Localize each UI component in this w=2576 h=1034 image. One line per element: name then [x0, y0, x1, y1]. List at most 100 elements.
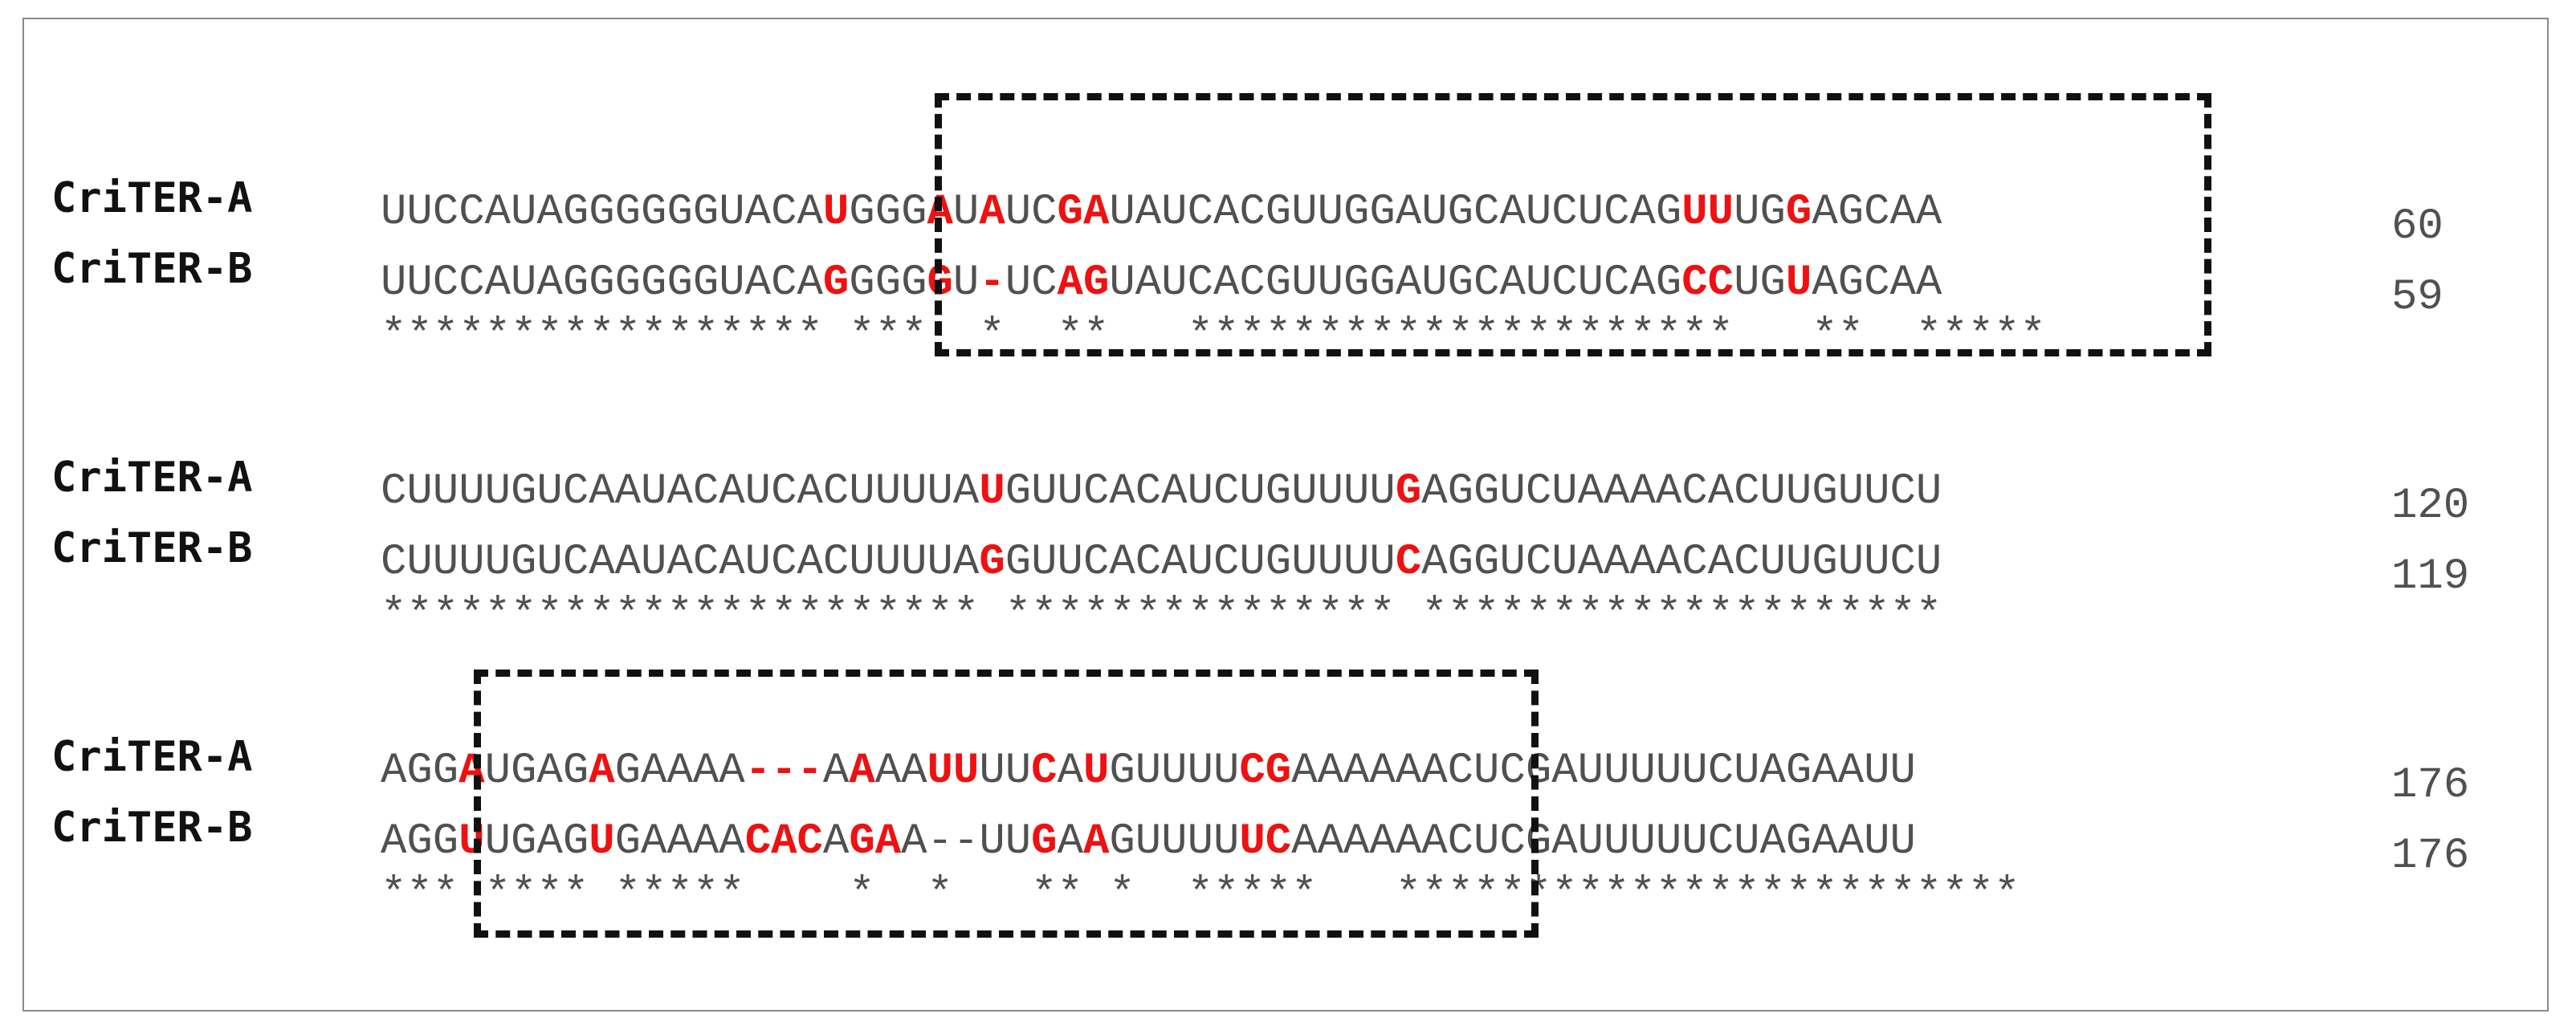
residue-run: A: [1057, 747, 1083, 796]
residue-run: UGAG: [484, 817, 589, 866]
sequence-text: AGGUUGAGUGAAAACACAGAA--UUGAAGUUUUUCAAAAA…: [381, 806, 1916, 878]
variant-residue: -: [979, 258, 1005, 307]
conservation-row: *********************** *************** …: [24, 565, 1942, 640]
variant-residue: G: [1395, 467, 1422, 516]
residue-run: AAAAAACUCGAUUUUUCUAGAAUU: [1291, 817, 1916, 866]
variant-residue: G: [1031, 817, 1058, 866]
residue-run: AGGUCUAAAACACUUGUUCU: [1421, 538, 1942, 587]
position-number: 60: [2391, 202, 2444, 251]
sequence-text: UUCCAUAGGGGGGUACAUGGGAUAUCGAUAUCACGUUGGA…: [381, 177, 1942, 249]
alignment-row: CriTER-B CUUUUGUCAAUACAUCACUUUUAGGUUCACA…: [24, 498, 2469, 601]
sequence-label: CriTER-A: [51, 733, 253, 781]
residue-run: UC: [1005, 188, 1058, 237]
alignment-row: CriTER-B AGGUUGAGUGAAAACACAGAA--UUGAAGUU…: [24, 777, 2469, 881]
residue-run: GAAAA: [614, 747, 745, 796]
residue-run: AGCAA: [1812, 188, 1942, 237]
position-number: 176: [2391, 832, 2470, 881]
residue-run: UU: [979, 747, 1032, 796]
residue-run: UUCCAUAGGGGGGUACA: [381, 188, 823, 237]
residue-run: UAUCACGUUGGAUGCAUCUCAG: [1109, 188, 1682, 237]
sequence-text: UUCCAUAGGGGGGUACAGGGGGU-UCAGUAUCACGUUGGA…: [381, 247, 1942, 320]
residue-run: *** **** ***** * * ** * ***** **********…: [381, 870, 2020, 919]
residue-run: A: [822, 817, 850, 866]
residue-run: AGGUCUAAAACACUUGUUCU: [1421, 467, 1942, 516]
residue-run: AGCAA: [1812, 258, 1942, 307]
variant-residue: UC: [1239, 817, 1292, 866]
sequence-text: AGGAUGAGAGAAAA---AAAAUUUUCAUGUUUUCGAAAAA…: [381, 735, 1916, 808]
position-number: 119: [2391, 552, 2470, 601]
residue-run: GGG: [849, 188, 927, 237]
conservation-row: ***************** *** * ** *************…: [24, 286, 2046, 360]
residue-run: ***************** *** * ** *************…: [381, 311, 2046, 360]
variant-residue: ---: [744, 747, 823, 796]
conservation-row: *** **** ***** * * ** * ***** **********…: [24, 845, 2020, 919]
sequence-label: CriTER-B: [51, 804, 253, 852]
variant-residue: C: [1395, 538, 1422, 587]
variant-residue: G: [979, 538, 1005, 587]
variant-residue: C: [1031, 747, 1058, 796]
sequence-label: CriTER-B: [51, 524, 253, 572]
residue-run: AA: [874, 747, 927, 796]
position-number: 59: [2391, 273, 2444, 322]
conservation-marks: *** **** ***** * * ** * ***** **********…: [381, 859, 2020, 931]
residue-run: UGAG: [484, 747, 589, 796]
residue-run: U: [952, 188, 980, 237]
sequence-text: CUUUUGUCAAUACAUCACUUUUAGGUUCACAUCUGUUUUC…: [381, 527, 1942, 599]
residue-run: U: [952, 258, 980, 307]
variant-residue: A: [979, 188, 1005, 237]
residue-run: A: [822, 747, 850, 796]
residue-run: CUUUUGUCAAUACAUCACUUUUA: [381, 467, 980, 516]
variant-residue: CAC: [744, 817, 823, 866]
sequence-text: CUUUUGUCAAUACAUCACUUUUAUGUUCACAUCUGUUUUG…: [381, 456, 1942, 528]
residue-run: *********************** *************** …: [381, 591, 1942, 640]
sequence-label: CriTER-A: [51, 174, 253, 222]
variant-residue: UU: [927, 747, 980, 796]
position-number: 176: [2391, 761, 2470, 810]
residue-run: GUUCACAUCUGUUUU: [1005, 538, 1396, 587]
sequence-label: CriTER-B: [51, 245, 253, 293]
figure-frame: CriTER-A UUCCAUAGGGGGGUACAUGGGAUAUCGAUAU…: [22, 18, 2549, 1012]
residue-run: AAAAAACUCGAUUUUUCUAGAAUU: [1291, 747, 1916, 796]
residue-run: UAUCACGUUGGAUGCAUCUCAG: [1109, 258, 1682, 307]
residue-run: UC: [1005, 258, 1058, 307]
residue-run: A--UU: [901, 817, 1032, 866]
variant-residue: CG: [1239, 747, 1292, 796]
residue-run: GUUUU: [1109, 817, 1240, 866]
variant-residue: U: [1082, 747, 1110, 796]
variant-residue: A: [589, 747, 615, 796]
alignment-row: CriTER-A UUCCAUAGGGGGGUACAUGGGAUAUCGAUAU…: [24, 148, 2444, 251]
residue-run: AGG: [381, 747, 459, 796]
residue-run: GUUCACAUCUGUUUU: [1005, 467, 1396, 516]
variant-residue: U: [822, 188, 850, 237]
variant-residue: A: [849, 747, 875, 796]
variant-residue: A: [459, 747, 485, 796]
conservation-marks: ***************** *** * ** *************…: [381, 300, 2046, 372]
variant-residue: A: [1082, 817, 1110, 866]
residue-run: UG: [1734, 188, 1786, 237]
residue-run: AGG: [381, 817, 459, 866]
residue-run: CUUUUGUCAAUACAUCACUUUUA: [381, 538, 980, 587]
variant-residue: U: [979, 467, 1005, 516]
sequence-label: CriTER-A: [51, 454, 253, 502]
variant-residue: G: [822, 258, 850, 307]
residue-run: GAAAA: [614, 817, 745, 866]
position-number: 120: [2391, 482, 2470, 531]
variant-residue: GA: [849, 817, 902, 866]
variant-residue: U: [589, 817, 615, 866]
residue-run: GGG: [849, 258, 927, 307]
conservation-marks: *********************** *************** …: [381, 580, 1942, 652]
variant-residue: G: [1785, 188, 1812, 237]
variant-residue: CC: [1681, 258, 1734, 307]
variant-residue: U: [1785, 258, 1812, 307]
alignment-row: CriTER-B UUCCAUAGGGGGGUACAGGGGGU-UCAGUAU…: [24, 218, 2444, 322]
variant-residue: AG: [1057, 258, 1110, 307]
variant-residue: UU: [1681, 188, 1734, 237]
alignment-row: CriTER-A AGGAUGAGAGAAAA---AAAAUUUUCAUGUU…: [24, 706, 2469, 810]
alignment-row: CriTER-A CUUUUGUCAAUACAUCACUUUUAUGUUCACA…: [24, 427, 2469, 531]
residue-run: UG: [1734, 258, 1786, 307]
variant-residue: GA: [1057, 188, 1110, 237]
residue-run: UUCCAUAGGGGGGUACA: [381, 258, 823, 307]
residue-run: GUUUU: [1109, 747, 1240, 796]
variant-residue: A: [927, 188, 953, 237]
residue-run: A: [1057, 817, 1083, 866]
